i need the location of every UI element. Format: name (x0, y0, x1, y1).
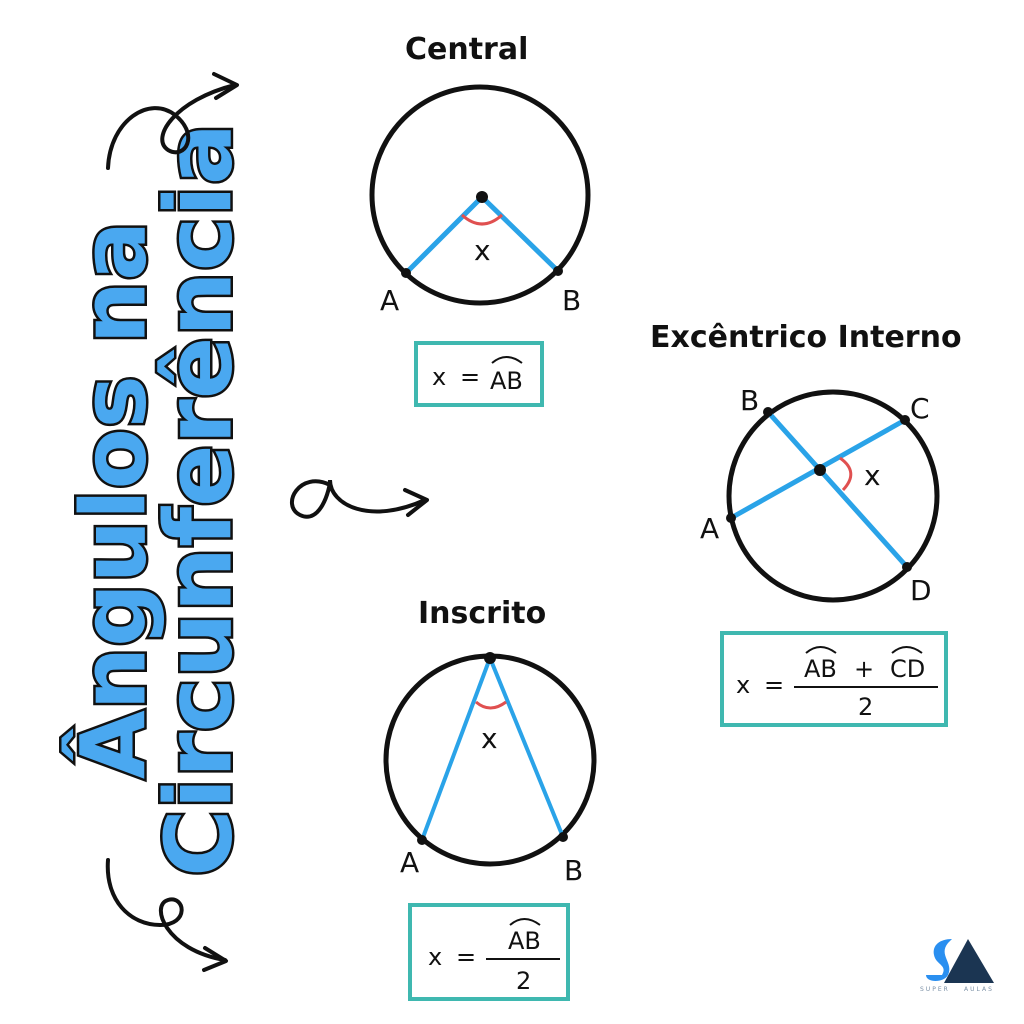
logo-text-right: AULAS (964, 986, 994, 993)
title-line-2: Circunferência (145, 123, 252, 877)
eccentric-label-a: A (700, 512, 719, 545)
eccentric-label-d: D (910, 574, 932, 607)
central-chord-b (480, 195, 560, 273)
logo-text-left: SUPER (920, 986, 950, 993)
curly-arrow-middle (290, 479, 427, 519)
inscribed-chord-a (420, 657, 492, 841)
eccentric-circle (726, 389, 940, 603)
inscribed-formula-lhs: x (428, 943, 442, 971)
curly-arrow-bottom (105, 858, 227, 962)
inscribed-label-a: A (400, 846, 419, 879)
eccentric-point-a (726, 513, 736, 523)
eccentric-arc-symbol-1 (805, 646, 837, 654)
logo-triangle-icon (944, 939, 994, 983)
central-arc-symbol (491, 356, 523, 364)
inscribed-label-b: B (564, 854, 583, 887)
inscribed-formula: x = AB 2 (428, 918, 560, 995)
eccentric-point-b (763, 407, 773, 417)
logo: SUPER AULAS (920, 939, 994, 993)
eccentric-point-d (902, 562, 912, 572)
inscribed-formula-numerator: AB (508, 927, 541, 955)
eccentric-formula-lhs: x (736, 671, 750, 699)
eccentric-formula: x = AB + CD 2 (736, 646, 938, 721)
inscribed-formula-denominator: 2 (516, 967, 531, 995)
eccentric-formula-box: x = AB + CD 2 (720, 631, 948, 727)
central-formula-box: x = AB (414, 341, 544, 407)
central-center-point (476, 191, 488, 203)
eccentric-intersection (814, 464, 826, 476)
central-label-b: B (562, 284, 581, 317)
central-label-a: A (380, 284, 399, 317)
eccentric-point-c (900, 415, 910, 425)
inscribed-diagram: x A B (383, 652, 597, 887)
central-point-b (553, 266, 563, 276)
central-circle (369, 84, 591, 306)
eccentric-heading: Excêntrico Interno (650, 320, 962, 355)
curly-arrow-top (106, 83, 237, 170)
eccentric-arc-symbol-2 (891, 646, 923, 654)
eccentric-angle-arc (839, 456, 853, 492)
central-point-a (401, 268, 411, 278)
arrowhead-top (212, 72, 239, 100)
central-heading: Central (405, 32, 529, 67)
central-formula-eq: = (460, 363, 480, 391)
eccentric-formula-plus: + (854, 655, 874, 683)
central-angle-arc (460, 213, 504, 226)
inscribed-arc-symbol (509, 918, 541, 926)
inscribed-angle-arc (475, 700, 507, 710)
eccentric-formula-denominator: 2 (858, 693, 873, 721)
inscribed-formula-box: x = AB 2 (408, 903, 570, 1001)
inscribed-point-a (417, 835, 427, 845)
inscribed-angle-label: x (481, 722, 498, 755)
inscribed-point-b (558, 832, 568, 842)
eccentric-label-c: C (910, 392, 930, 425)
inscribed-chord-b (488, 657, 565, 838)
eccentric-formula-arc1: AB (804, 655, 837, 683)
eccentric-formula-eq: = (764, 671, 784, 699)
inscribed-heading: Inscrito (418, 596, 547, 631)
eccentric-label-b: B (740, 384, 759, 417)
central-formula: x = AB (432, 356, 523, 395)
eccentric-diagram: x A B C D (700, 384, 940, 607)
inscribed-formula-eq: = (456, 943, 476, 971)
eccentric-formula-arc2: CD (890, 655, 925, 683)
arrowhead-bottom (202, 946, 228, 972)
arrowhead-middle (403, 488, 429, 517)
logo-s-icon (926, 939, 952, 981)
inscribed-vertex-point (484, 652, 496, 664)
central-diagram: x A B (369, 84, 591, 317)
central-angle-label: x (474, 234, 491, 267)
eccentric-chord-bd (766, 410, 909, 569)
central-formula-rhs: AB (490, 367, 523, 395)
title-line-1: Ângulos na (61, 221, 165, 779)
central-chord-a (404, 195, 484, 275)
central-formula-lhs: x (432, 363, 446, 391)
eccentric-angle-label: x (864, 459, 881, 492)
